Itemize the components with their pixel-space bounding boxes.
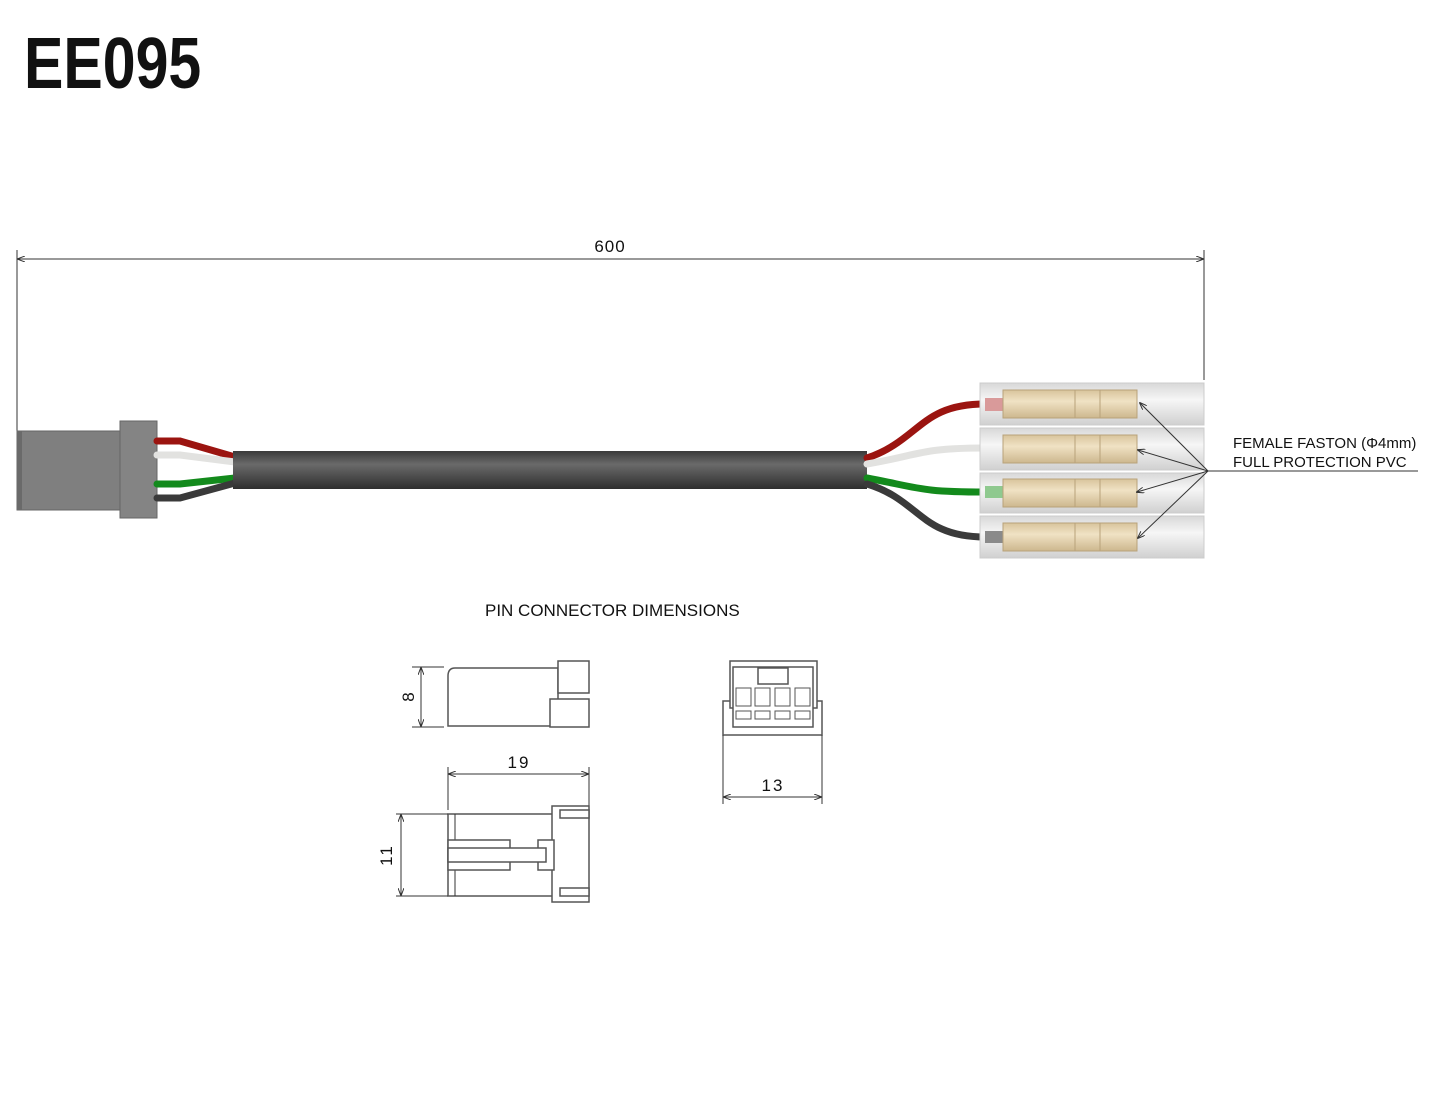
- faston-black: [979, 515, 1205, 559]
- faston-white: [979, 427, 1205, 471]
- section-title: PIN CONNECTOR DIMENSIONS: [485, 601, 740, 620]
- faston-callout: FEMALE FASTON (Φ4mm) FULL PROTECTION PVC: [1137, 403, 1418, 538]
- faston-terminals: [979, 382, 1205, 559]
- depth-dimension-label: 11: [377, 844, 396, 866]
- width-dimension-label: 13: [762, 776, 785, 795]
- connector-side-view: 8: [399, 660, 590, 728]
- faston-red: [979, 382, 1205, 426]
- product-title: EE095: [24, 22, 201, 103]
- connector-front-view: 13: [722, 660, 823, 804]
- wires-right: [863, 400, 989, 541]
- callout-line-2: FULL PROTECTION PVC: [1233, 454, 1407, 471]
- overall-length-label: 600: [594, 237, 625, 256]
- wires-left: [153, 437, 239, 502]
- length-dimension-label: 19: [508, 753, 531, 772]
- multi-pin-connector: [16, 420, 158, 519]
- callout-line-1: FEMALE FASTON (Φ4mm): [1233, 435, 1416, 452]
- length-dimension: 19: [447, 753, 590, 810]
- main-cable: [233, 451, 867, 489]
- overall-length-dimension: 600: [16, 237, 1205, 432]
- faston-green: [979, 472, 1205, 514]
- height-dimension-label: 8: [399, 692, 418, 701]
- connector-top-view: 11: [377, 805, 590, 903]
